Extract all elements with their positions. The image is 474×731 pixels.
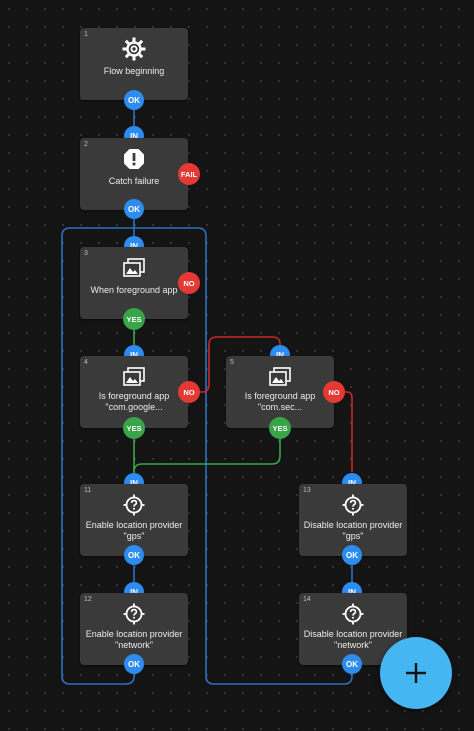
block-disable-location-gps[interactable]: 13 Disable location provider "gps"	[299, 484, 407, 556]
ok-port[interactable]: OK	[124, 654, 144, 674]
gear-icon	[122, 37, 146, 61]
alert-icon	[124, 149, 144, 169]
block-flow-beginning[interactable]: 1 Flow beginning	[80, 28, 188, 100]
location-help-icon	[342, 494, 364, 516]
app-window-icon	[123, 258, 145, 277]
no-port[interactable]: NO	[178, 272, 200, 294]
no-port[interactable]: NO	[178, 381, 200, 403]
location-help-icon	[123, 494, 145, 516]
ok-port[interactable]: OK	[342, 545, 362, 565]
app-window-icon	[123, 367, 145, 386]
block-label: Catch failure	[108, 176, 160, 186]
block-label: When foreground app	[90, 285, 178, 295]
ok-port[interactable]: OK	[124, 90, 144, 110]
fail-port[interactable]: FAIL	[178, 163, 200, 185]
block-number: 1	[84, 31, 88, 38]
add-block-button[interactable]	[380, 637, 452, 709]
block-label: Is foreground app "com.google...	[98, 391, 170, 412]
block-is-foreground-app-google[interactable]: 4 Is foreground app "com.google...	[80, 356, 188, 428]
block-label: Is foreground app "com.sec...	[244, 391, 316, 412]
block-number: 5	[230, 359, 234, 366]
block-number: 4	[84, 359, 88, 366]
block-number: 3	[84, 250, 88, 257]
ok-port[interactable]: OK	[124, 199, 144, 219]
block-number: 13	[303, 487, 311, 494]
block-number: 12	[84, 596, 92, 603]
block-enable-location-gps[interactable]: 11 Enable location provider "gps"	[80, 484, 188, 556]
block-disable-location-network[interactable]: 14 Disable location provider "network"	[299, 593, 407, 665]
plus-icon	[406, 663, 426, 683]
block-label: Disable location provider "network"	[303, 629, 403, 650]
block-enable-location-network[interactable]: 12 Enable location provider "network"	[80, 593, 188, 665]
block-when-foreground-app[interactable]: 3 When foreground app	[80, 247, 188, 319]
block-label: Flow beginning	[103, 66, 165, 76]
no-port[interactable]: NO	[323, 381, 345, 403]
block-label: Enable location provider "network"	[85, 629, 183, 650]
app-window-icon	[269, 367, 291, 386]
block-number: 14	[303, 596, 311, 603]
location-help-icon	[123, 603, 145, 625]
block-label: Enable location provider "gps"	[85, 520, 183, 541]
yes-port[interactable]: YES	[269, 417, 291, 439]
ok-port[interactable]: OK	[342, 654, 362, 674]
block-is-foreground-app-sec[interactable]: 5 Is foreground app "com.sec...	[226, 356, 334, 428]
location-help-icon	[342, 603, 364, 625]
yes-port[interactable]: YES	[123, 308, 145, 330]
ok-port[interactable]: OK	[124, 545, 144, 565]
block-number: 2	[84, 141, 88, 148]
block-catch-failure[interactable]: 2 Catch failure	[80, 138, 188, 210]
yes-port[interactable]: YES	[123, 417, 145, 439]
block-number: 11	[84, 487, 92, 494]
block-label: Disable location provider "gps"	[303, 520, 403, 541]
